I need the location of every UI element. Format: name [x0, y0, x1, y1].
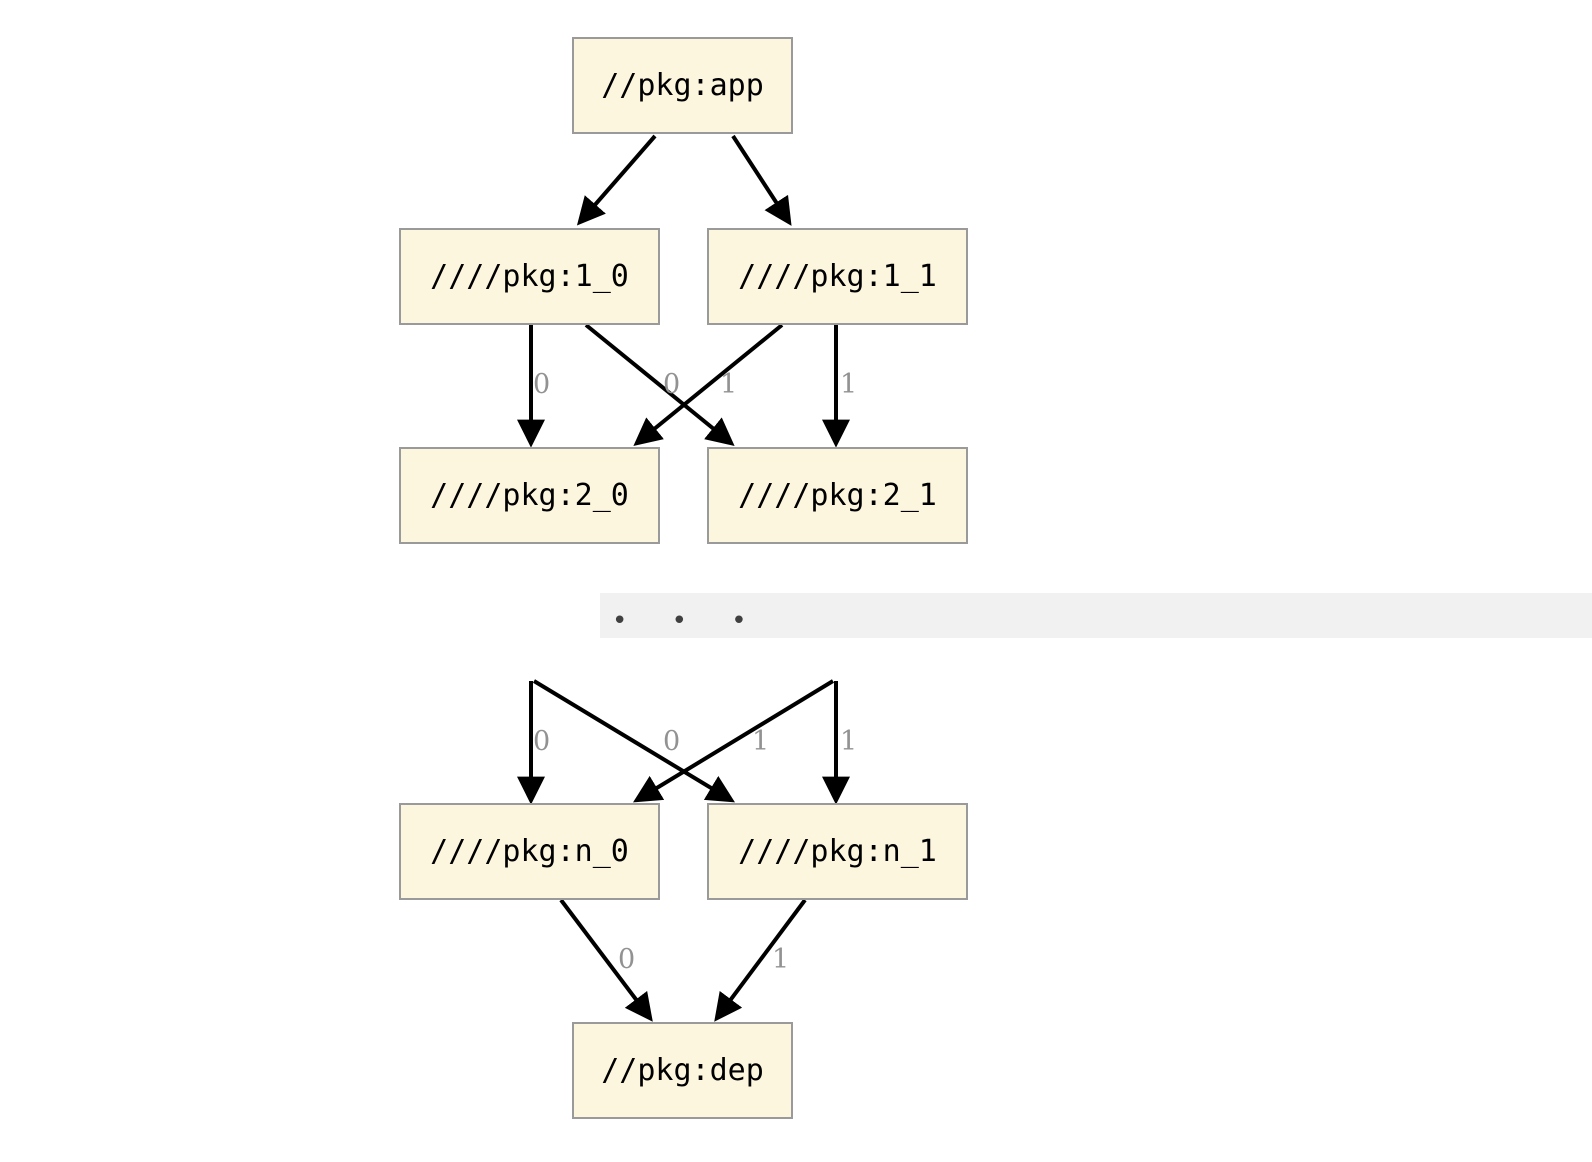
edge-1_1-to-2_0: [633, 323, 784, 446]
node-n_1-label: ////pkg:n_1: [738, 834, 937, 869]
edge-label-n_1-to-dep: 1: [772, 944, 790, 975]
node-2_0-label: ////pkg:2_0: [430, 478, 629, 513]
node-n_0-label: ////pkg:n_0: [430, 834, 629, 869]
node-1_1-label: ////pkg:1_1: [738, 259, 937, 294]
node-2_0[interactable]: ////pkg:2_0: [399, 447, 660, 544]
edge-label-1_1-to-2_0: 1: [720, 369, 738, 400]
node-1_0[interactable]: ////pkg:1_0: [399, 228, 660, 325]
edge-app-to-1_1: [731, 134, 792, 226]
edge-label-n_0-to-dep: 0: [618, 944, 636, 975]
edge-label-elided-to-n_1-straight: 1: [840, 726, 858, 757]
node-n_1[interactable]: ////pkg:n_1: [707, 803, 968, 900]
node-1_1[interactable]: ////pkg:1_1: [707, 228, 968, 325]
node-2_1[interactable]: ////pkg:2_1: [707, 447, 968, 544]
node-2_1-label: ////pkg:2_1: [738, 478, 937, 513]
elided-section-band[interactable]: • • •: [600, 593, 1592, 638]
edge-n_1-to-dep: [714, 898, 807, 1022]
edge-n_0-to-dep: [559, 898, 653, 1022]
edge-elided-to-n_1-cross: [532, 679, 735, 803]
ellipsis-icon: • • •: [612, 605, 765, 636]
edge-label-1_0-to-2_1: 0: [663, 369, 681, 400]
edge-label-elided-to-n_0-cross: 1: [752, 726, 770, 757]
node-app[interactable]: //pkg:app: [572, 37, 793, 134]
edge-app-to-1_0: [576, 134, 657, 226]
edge-label-1_1-to-2_1: 1: [840, 369, 858, 400]
node-dep-label: //pkg:dep: [601, 1053, 764, 1088]
edge-1_0-to-2_1: [584, 323, 735, 446]
node-1_0-label: ////pkg:1_0: [430, 259, 629, 294]
node-n_0[interactable]: ////pkg:n_0: [399, 803, 660, 900]
edge-elided-to-n_0-cross: [633, 679, 835, 803]
node-dep[interactable]: //pkg:dep: [572, 1022, 793, 1119]
edge-label-elided-to-n_0-straight: 0: [533, 726, 551, 757]
node-app-label: //pkg:app: [601, 68, 764, 103]
edge-label-1_0-to-2_0: 0: [533, 369, 551, 400]
edge-label-elided-to-n_1-cross: 0: [663, 726, 681, 757]
